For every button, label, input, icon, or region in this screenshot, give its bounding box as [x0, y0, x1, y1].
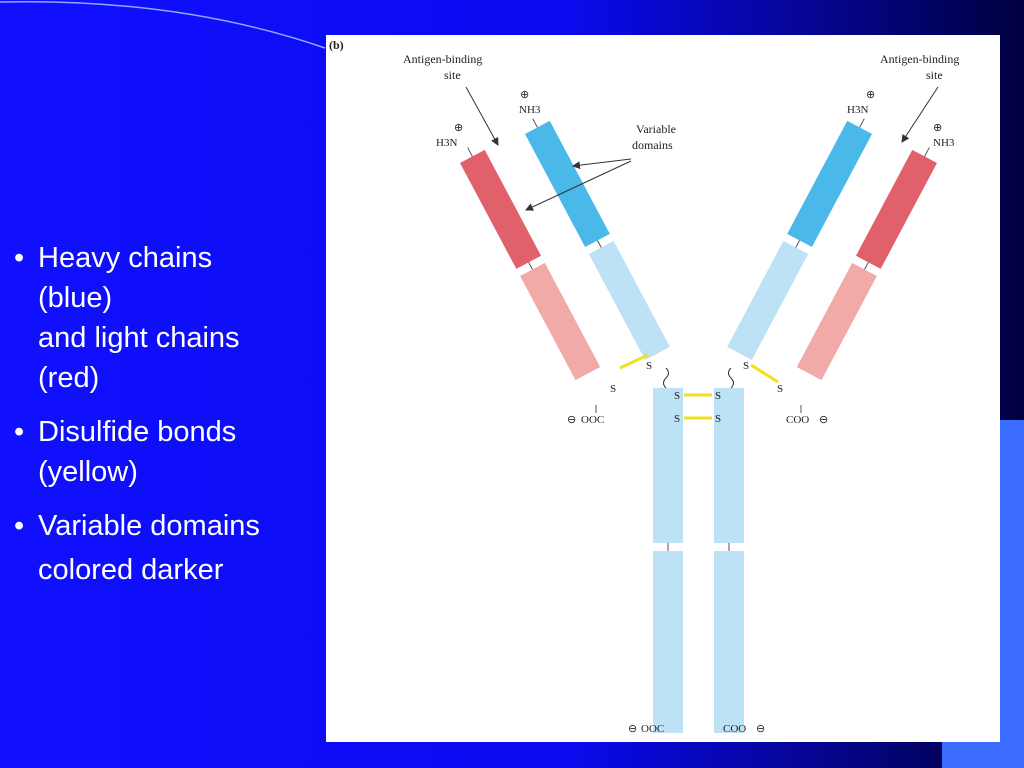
hinge — [728, 367, 734, 389]
disulfide-bond — [750, 363, 779, 384]
antibody-figure: (b) S S S S S S — [326, 35, 1000, 742]
bullet-text: colored darker — [38, 554, 224, 586]
variable-domains-arrow — [525, 160, 632, 211]
n-terminus-label: H3N — [436, 137, 457, 149]
bullet-text: (red) — [38, 362, 100, 394]
bullet-dot: • — [14, 416, 25, 448]
heavy-chain-variable-domain — [525, 120, 610, 247]
heavy-chain-variable-domain — [787, 120, 872, 247]
positive-charge-icon: ⊕ — [520, 89, 529, 101]
negative-charge-icon: ⊖ — [628, 723, 637, 735]
heavy-chain-constant-left — [653, 388, 683, 543]
bullet-dot: • — [14, 242, 25, 274]
light-chain-constant-domain — [520, 262, 601, 381]
bullet-item: • Heavy chains (blue) and light chains (… — [14, 238, 314, 398]
bullet-dot: • — [14, 510, 25, 542]
sulfur-label: S — [777, 383, 783, 395]
c-terminus-label: OOC — [641, 723, 664, 735]
c-terminus-label: COO — [723, 723, 746, 735]
heavy-chain-left-arm — [525, 118, 670, 361]
heavy-chain-constant-domain — [588, 240, 670, 361]
heavy-chain-constant-domain — [727, 240, 809, 361]
negative-charge-icon: ⊖ — [756, 723, 765, 735]
variable-domains-label: Variable — [636, 122, 676, 136]
positive-charge-icon: ⊕ — [866, 89, 875, 101]
light-chain-constant-domain — [796, 262, 877, 381]
positive-charge-icon: ⊕ — [454, 122, 463, 134]
sulfur-label: S — [715, 390, 721, 402]
bullet-item: • Variable domains colored darker — [14, 506, 314, 590]
bullet-text: Heavy chains — [38, 242, 213, 274]
antigen-site-label: Antigen-binding — [880, 52, 959, 66]
negative-charge-icon: ⊖ — [567, 414, 576, 426]
antigen-site-arrow — [901, 86, 939, 143]
bullet-text: (yellow) — [38, 456, 138, 488]
sulfur-label: S — [674, 413, 680, 425]
c-terminus-label: COO — [786, 414, 809, 426]
sulfur-label: S — [743, 360, 749, 372]
n-terminus-label: H3N — [847, 104, 868, 116]
negative-charge-icon: ⊖ — [819, 414, 828, 426]
antigen-site-label: site — [444, 68, 461, 82]
bullet-list: • Heavy chains (blue) and light chains (… — [14, 238, 314, 604]
heavy-chain-constant-right — [714, 551, 744, 733]
antigen-site-arrow — [465, 86, 499, 146]
heavy-chain-right-arm — [727, 118, 872, 361]
light-chain-variable-domain — [855, 149, 937, 269]
bullet-text: (blue) — [38, 282, 113, 314]
bullet-text: Disulfide bonds — [38, 416, 237, 448]
light-chain-right-arm — [796, 147, 937, 381]
antigen-site-label: Antigen-binding — [403, 52, 482, 66]
panel-label: (b) — [329, 38, 344, 52]
bullet-text: Variable domains — [38, 510, 260, 542]
sulfur-label: S — [610, 383, 616, 395]
hinge — [663, 367, 669, 389]
decorative-arc — [0, 0, 326, 49]
sulfur-label: S — [715, 413, 721, 425]
antigen-site-label: site — [926, 68, 943, 82]
heavy-chain-constant-left — [653, 551, 683, 733]
sulfur-label: S — [674, 390, 680, 402]
sulfur-label: S — [646, 360, 652, 372]
c-terminus-label: OOC — [581, 414, 604, 426]
positive-charge-icon: ⊕ — [933, 122, 942, 134]
n-terminus-label: NH3 — [519, 104, 541, 116]
variable-domains-arrow — [572, 158, 632, 170]
bullet-item: • Disulfide bonds (yellow) — [14, 412, 314, 492]
disulfide-bond — [619, 353, 649, 370]
light-chain-left-arm — [460, 147, 601, 381]
bullet-text: and light chains — [38, 322, 240, 354]
light-chain-variable-domain — [460, 149, 542, 269]
heavy-chain-constant-right — [714, 388, 744, 543]
antibody-diagram: (b) S S S S S S — [329, 38, 959, 735]
n-terminus-label: NH3 — [933, 137, 955, 149]
variable-domains-label: domains — [632, 138, 673, 152]
